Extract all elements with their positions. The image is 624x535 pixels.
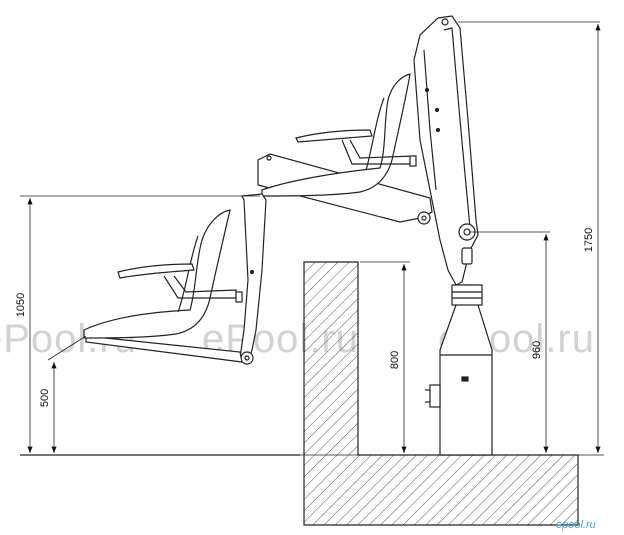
brand-mark: epool.ru: [556, 519, 596, 531]
dimension-1050: 1050: [15, 293, 27, 317]
dimension-960: 960: [531, 341, 543, 359]
dimension-labels: 1050 500 800 960 1750: [15, 228, 595, 407]
brand-logo: epool.ru: [556, 519, 596, 531]
dimension-500: 500: [39, 389, 51, 407]
dimension-lines: [20, 21, 604, 456]
lift-mast: [413, 15, 479, 286]
lower-seat-arm: [85, 193, 267, 365]
dimension-1750: 1750: [583, 228, 595, 252]
lower-seat: [83, 209, 243, 339]
dimension-800: 800: [389, 351, 401, 369]
lift-base-column: [425, 284, 493, 456]
upper-seat: [261, 73, 417, 197]
